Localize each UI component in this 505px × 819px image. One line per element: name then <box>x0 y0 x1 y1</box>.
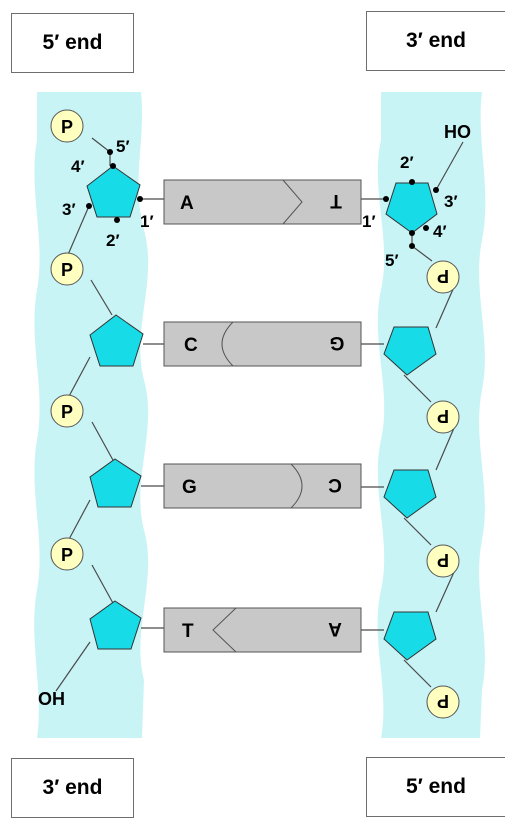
right-phosphate-3: P <box>426 544 460 578</box>
left-sugar-1 <box>86 165 141 218</box>
left-carbon-1-label: 1′ <box>140 212 154 231</box>
base-pair-4-left: T <box>182 621 194 642</box>
right-phosphate-2: P <box>426 400 460 434</box>
right-phosphate-1: P <box>426 260 460 294</box>
top-left-end-label: 5′ end <box>11 13 134 73</box>
right-phosphate-4: P <box>426 685 460 719</box>
phosphate-label: P <box>61 402 73 422</box>
right-carbon-4-label: 4′ <box>433 222 447 241</box>
base-pair-2-left: C <box>184 335 198 356</box>
carbon-atom-dots <box>86 149 439 249</box>
right-sugar-2 <box>383 326 437 376</box>
phosphate-label: P <box>437 691 449 711</box>
left-phosphate-1: P <box>50 109 84 143</box>
right-carbon-1-label: 1′ <box>362 212 376 231</box>
phosphate-label: P <box>61 545 73 565</box>
left-carbon-5-label: 5′ <box>116 137 130 156</box>
right-carbon-5-label: 5′ <box>385 251 399 270</box>
left-backbone-bonds <box>55 137 164 692</box>
right-ho-label: HO <box>444 122 471 142</box>
top-right-end-label: 3′ end <box>366 11 505 71</box>
bottom-left-end-label: 3′ end <box>11 758 134 818</box>
right-sugar-4 <box>383 611 437 661</box>
base-pair-2: C G <box>163 321 362 367</box>
base-pair-1-left: A <box>180 193 194 214</box>
phosphate-label: P <box>437 550 449 570</box>
right-backbone-bonds <box>361 141 464 688</box>
phosphate-label: P <box>61 117 73 137</box>
left-oh-label: OH <box>38 689 65 709</box>
base-pair-1-right: T <box>330 190 342 211</box>
left-phosphate-4: P <box>50 537 84 571</box>
base-pair-4-right: A <box>328 618 342 639</box>
base-pair-3-right: C <box>328 474 342 495</box>
left-sugar-3 <box>89 458 142 508</box>
base-pair-3-left: G <box>182 477 197 498</box>
left-sugar-2 <box>89 314 144 367</box>
base-pair-2-right: G <box>330 332 345 353</box>
left-carbon-3-label: 3′ <box>62 200 76 219</box>
left-phosphate-3: P <box>50 394 84 428</box>
left-carbon-4-label: 4′ <box>71 157 85 176</box>
phosphate-label: P <box>61 260 73 280</box>
left-phosphate-2: P <box>50 252 84 286</box>
phosphate-label: P <box>437 266 449 286</box>
right-carbon-2-label: 2′ <box>400 153 414 172</box>
phosphate-label: P <box>437 406 449 426</box>
left-carbon-2-label: 2′ <box>106 231 120 250</box>
left-sugar-4 <box>89 600 142 650</box>
base-pair-3: G C <box>163 463 362 509</box>
bottom-right-end-label: 5′ end <box>366 757 505 817</box>
base-pair-4: T A <box>163 607 362 653</box>
right-carbon-3-label: 3′ <box>444 192 458 211</box>
base-pair-1: A T <box>163 179 362 225</box>
right-sugar-3 <box>383 469 437 519</box>
